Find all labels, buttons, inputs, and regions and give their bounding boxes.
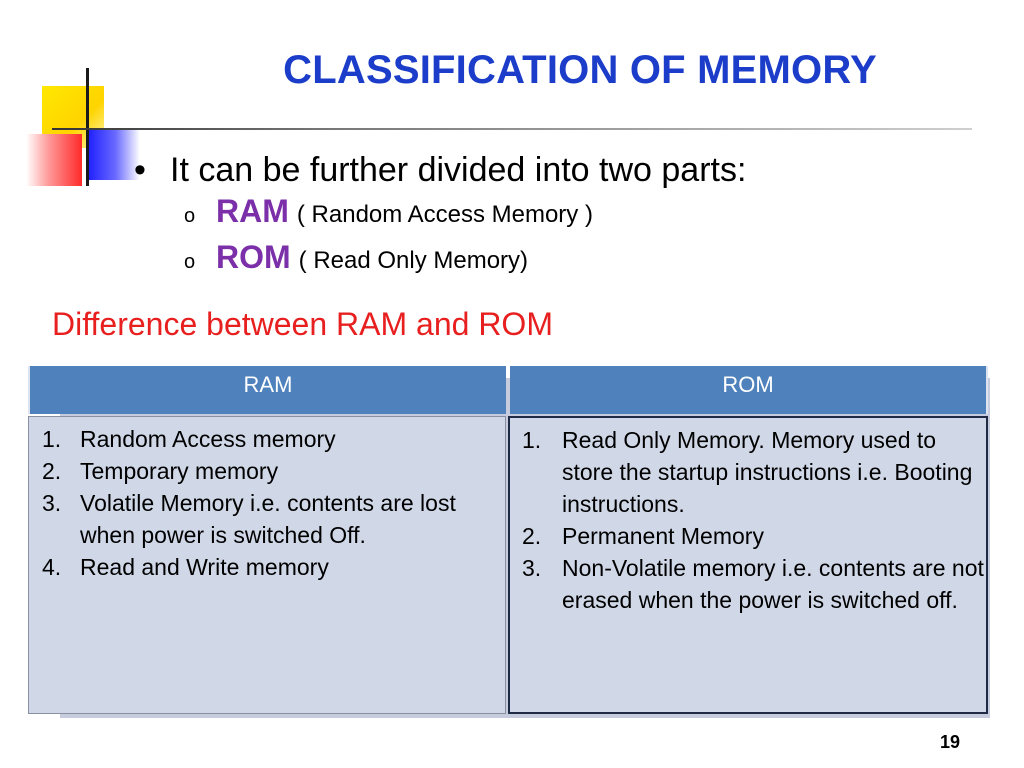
item-number: 1. — [42, 426, 62, 452]
table-header-rom: ROM — [510, 366, 988, 414]
item-number: 2. — [522, 523, 542, 549]
difference-heading: Difference between RAM and ROM — [52, 306, 553, 342]
decorative-blue-square — [86, 130, 140, 180]
item-number: 3. — [42, 490, 62, 516]
sub-bullet-desc: ( Random Access Memory ) — [296, 201, 593, 228]
main-bullet: • It can be further divided into two part… — [134, 150, 746, 190]
rom-list: 1. Read Only Memory. Memory used to store… — [510, 418, 986, 616]
bullet-dot-icon: • — [134, 151, 146, 189]
slide-title: CLASSIFICATION OF MEMORY — [283, 48, 877, 92]
item-text: Random Access memory — [80, 426, 336, 452]
list-item: 1. Read Only Memory. Memory used to store… — [522, 424, 986, 520]
item-text: Volatile Memory i.e. contents are lost w… — [80, 490, 456, 548]
decorative-vertical-line — [86, 68, 89, 186]
table-header-ram: RAM — [28, 366, 506, 414]
comparison-table: RAM ROM 1. Random Access memory 2. Tempora… — [28, 366, 990, 718]
ram-cell: 1. Random Access memory 2. Temporary memor… — [28, 416, 506, 714]
item-number: 4. — [42, 554, 62, 580]
item-text: Permanent Memory — [562, 523, 764, 549]
sub-bullet-term: ROM — [216, 239, 291, 275]
list-item: 4. Read and Write memory — [42, 551, 505, 583]
sub-bullet-ram: o RAM ( Random Access Memory ) — [184, 194, 593, 233]
item-number: 1. — [522, 427, 542, 453]
main-bullet-text: It can be further divided into two parts… — [170, 151, 747, 189]
ram-list: 1. Random Access memory 2. Temporary memor… — [29, 417, 505, 583]
list-item: 2. Temporary memory — [42, 455, 505, 487]
sub-bullet-rom: o ROM ( Read Only Memory) — [184, 240, 528, 279]
circle-bullet-icon: o — [184, 205, 196, 227]
list-item: 2. Permanent Memory — [522, 520, 986, 552]
rom-cell: 1. Read Only Memory. Memory used to store… — [508, 416, 988, 714]
item-text: Read Only Memory. Memory used to store t… — [562, 427, 973, 517]
list-item: 3. Volatile Memory i.e. contents are lost… — [42, 487, 505, 551]
sub-bullet-term: RAM — [216, 193, 289, 229]
item-number: 2. — [42, 458, 62, 484]
decorative-red-square — [26, 134, 82, 186]
circle-bullet-icon: o — [184, 251, 196, 273]
item-number: 3. — [522, 555, 542, 581]
title-divider-line — [52, 128, 972, 130]
item-text: Temporary memory — [80, 458, 279, 484]
item-text: Read and Write memory — [80, 554, 329, 580]
list-item: 1. Random Access memory — [42, 423, 505, 455]
item-text: Non-Volatile memory i.e. contents are no… — [562, 555, 984, 613]
page-number: 19 — [939, 732, 960, 752]
sub-bullet-desc: ( Read Only Memory) — [298, 247, 529, 274]
list-item: 3. Non-Volatile memory i.e. contents are … — [522, 552, 986, 616]
